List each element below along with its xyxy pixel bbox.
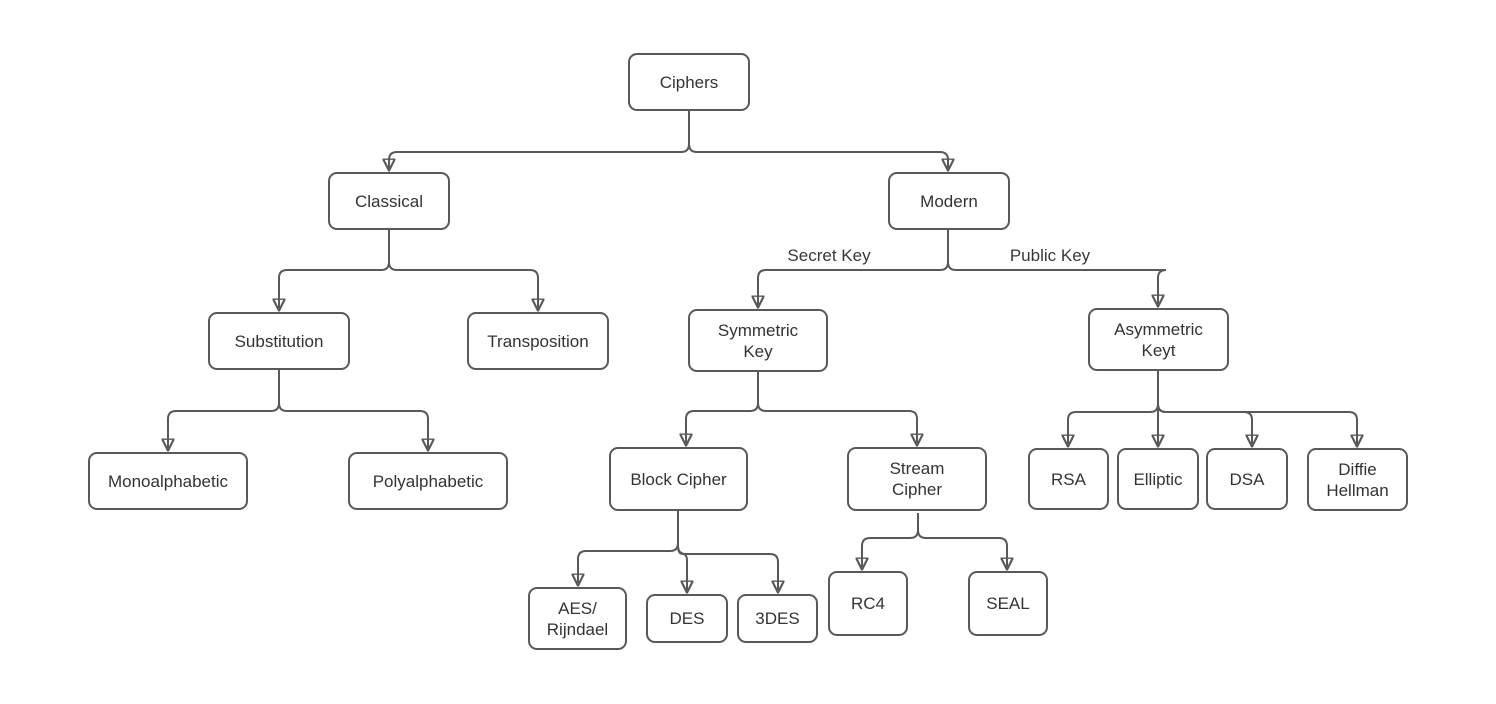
node-monoalphabetic-label: Monoalphabetic — [107, 471, 229, 491]
node-rc4-label: RC4 — [850, 594, 885, 613]
edge-label-secret-key: Secret Key — [772, 246, 886, 266]
node-diffie-hellman: Diffie Hellman — [1307, 448, 1408, 511]
node-asymmetric-key-label: Asymmetric Keyt — [1114, 319, 1203, 360]
node-modern-label: Modern — [920, 191, 978, 211]
node-seal-label: SEAL — [986, 594, 1030, 613]
edge-ciphers-classical — [389, 111, 690, 168]
node-elliptic: Elliptic — [1117, 448, 1199, 510]
node-classical-label: Classical — [354, 191, 424, 211]
node-elliptic-label: Elliptic — [1133, 469, 1183, 489]
node-seal: SEAL — [968, 571, 1048, 636]
node-aes-rijndael: AES/ Rijndael — [528, 587, 627, 650]
edge-symmetric-stream-cipher — [757, 372, 917, 443]
node-polyalphabetic-label: Polyalphabetic — [372, 471, 484, 491]
edge-symmetric-block-cipher — [686, 372, 759, 443]
node-aes-rijndael-label: AES/ Rijndael — [546, 598, 609, 639]
node-modern: Modern — [888, 172, 1010, 230]
node-symmetric-key-label: Symmetric Key — [717, 320, 799, 361]
edge-block-3des — [677, 511, 778, 590]
edge-ciphers-modern — [688, 111, 948, 168]
node-ciphers: Ciphers — [628, 53, 750, 111]
edge-stream-seal — [917, 513, 1007, 567]
node-rc4: RC4 — [828, 571, 908, 636]
node-polyalphabetic: Polyalphabetic — [348, 452, 508, 510]
node-rsa: RSA — [1028, 448, 1109, 510]
node-dsa: DSA — [1206, 448, 1288, 510]
edge-asymmetric-rsa — [1068, 371, 1159, 444]
node-asymmetric-key: Asymmetric Keyt — [1088, 308, 1229, 371]
edge-block-aes — [578, 511, 679, 583]
edge-stream-rc4 — [862, 513, 919, 567]
node-classical: Classical — [328, 172, 450, 230]
node-diffie-hellman-label: Diffie Hellman — [1326, 459, 1389, 500]
node-substitution-label: Substitution — [234, 331, 324, 351]
node-substitution: Substitution — [208, 312, 350, 370]
node-transposition: Transposition — [467, 312, 609, 370]
edge-substitution-monoalphabetic — [168, 370, 280, 448]
node-transposition-label: Transposition — [487, 331, 589, 351]
edge-classical-substitution — [279, 230, 390, 308]
node-des-label: DES — [669, 609, 705, 628]
node-stream-cipher-label: Stream Cipher — [889, 459, 945, 499]
node-des: DES — [646, 594, 728, 643]
edge-modern-asymmetric — [947, 230, 1167, 304]
node-rsa-label: RSA — [1051, 469, 1086, 489]
node-3des: 3DES — [737, 594, 818, 643]
edge-substitution-polyalphabetic — [278, 370, 428, 448]
node-stream-cipher: Stream Cipher — [847, 447, 987, 511]
node-dsa-label: DSA — [1229, 469, 1265, 489]
node-block-cipher: Block Cipher — [609, 447, 748, 511]
node-3des-label: 3DES — [755, 609, 800, 628]
edge-asymmetric-dsa — [1157, 371, 1252, 444]
node-symmetric-key: Symmetric Key — [688, 309, 828, 372]
edge-label-public-key: Public Key — [993, 246, 1107, 266]
edge-modern-symmetric — [758, 230, 949, 305]
node-block-cipher-label: Block Cipher — [630, 469, 727, 489]
edge-classical-transposition — [388, 230, 538, 308]
edge-asymmetric-diffie-hellman — [1157, 371, 1357, 444]
node-ciphers-label: Ciphers — [659, 72, 719, 92]
node-monoalphabetic: Monoalphabetic — [88, 452, 248, 510]
